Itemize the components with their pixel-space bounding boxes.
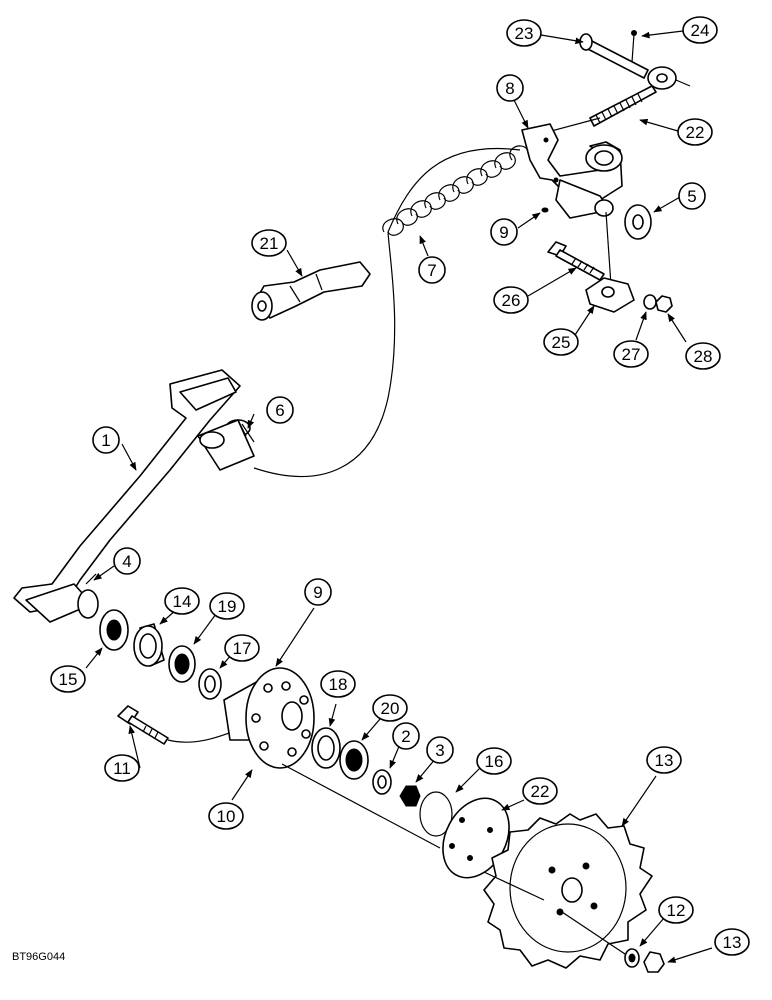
callout-28-label: 26 xyxy=(502,291,521,310)
callout-29: 27 xyxy=(613,340,649,368)
part-2-washer xyxy=(372,769,392,795)
callout-14-label: 13 xyxy=(655,751,674,770)
callout-4-label: 4 xyxy=(122,552,131,571)
callout-11: 11 xyxy=(104,754,140,782)
spring-to-arm-path xyxy=(253,231,396,478)
callout-30: 28 xyxy=(685,342,721,370)
part-7-spring xyxy=(382,145,529,236)
callout-25-label: 23 xyxy=(515,24,534,43)
callout-16: 15 xyxy=(50,665,86,693)
callout-9-lower-label: 9 xyxy=(313,583,322,602)
part-12-washer xyxy=(624,948,640,968)
parts-artwork xyxy=(13,30,691,973)
part-24-threaded-rod xyxy=(539,66,691,135)
part-28-bolt xyxy=(547,241,605,281)
callout-5-label: 5 xyxy=(687,187,696,206)
part-13-nut xyxy=(643,951,665,973)
part-29-lock-washer xyxy=(643,294,657,310)
callout-30-label: 28 xyxy=(694,347,713,366)
part-16-seal xyxy=(99,609,129,651)
callout-20-label: 19 xyxy=(218,597,237,616)
callout-15-label: 14 xyxy=(173,592,192,611)
callout-9-upper: 9 xyxy=(490,218,518,246)
callout-9-upper-label: 9 xyxy=(499,223,508,242)
part-9-clip-upper xyxy=(541,207,549,213)
callout-7-label: 7 xyxy=(427,261,436,280)
callout-13-label: 13 xyxy=(723,933,742,952)
callout-21-label: 20 xyxy=(381,699,400,718)
callout-6: 6 xyxy=(266,396,294,424)
part-30-nut xyxy=(655,295,673,313)
callout-21: 20 xyxy=(372,694,408,722)
callout-3: 3 xyxy=(426,736,454,764)
part-8-bracket xyxy=(521,123,623,301)
callout-8: 8 xyxy=(496,74,524,102)
leader-lines xyxy=(85,30,713,963)
callout-23: 21 xyxy=(251,229,287,257)
callout-12-label: 12 xyxy=(667,901,686,920)
callout-27: 25 xyxy=(543,328,579,356)
part-3-castle-nut xyxy=(399,785,421,807)
callout-26-label: 24 xyxy=(691,21,710,40)
callout-9-lower: 9 xyxy=(304,578,332,606)
callout-2: 2 xyxy=(392,722,420,750)
callout-19: 18 xyxy=(320,670,356,698)
callout-22-label: 22 xyxy=(531,782,550,801)
part-20-bearing-cone xyxy=(168,645,196,683)
callout-17-label: 16 xyxy=(485,752,504,771)
callout-7: 7 xyxy=(418,256,446,284)
callout-25: 23 xyxy=(506,19,542,47)
callout-2-label: 2 xyxy=(401,727,410,746)
callout-12: 12 xyxy=(658,896,694,924)
callout-23-label: 21 xyxy=(260,234,279,253)
part-19-cup xyxy=(311,727,341,769)
callout-19-label: 18 xyxy=(329,675,348,694)
callout-13: 13 xyxy=(714,928,750,956)
callout-18: 17 xyxy=(224,634,260,662)
part-25-pin xyxy=(579,33,649,79)
callout-29-label: 27 xyxy=(622,345,641,364)
part-21-bearing-cone xyxy=(339,740,369,780)
callout-8-label: 8 xyxy=(505,79,514,98)
callout-24: 22 xyxy=(677,118,713,146)
callout-4: 4 xyxy=(113,547,141,575)
callout-15: 14 xyxy=(164,587,200,615)
callout-5: 5 xyxy=(678,182,706,210)
part-23-shaft xyxy=(251,261,371,321)
part-10-hub xyxy=(223,667,441,849)
callout-18-label: 17 xyxy=(233,639,252,658)
part-18-spacer xyxy=(198,668,222,700)
callout-24-label: 22 xyxy=(686,123,705,142)
callout-26: 24 xyxy=(682,16,718,44)
callout-3-label: 3 xyxy=(435,741,444,760)
callout-20: 19 xyxy=(209,592,245,620)
callout-1-label: 1 xyxy=(101,431,110,450)
part-5-washer xyxy=(624,204,652,240)
callout-10: 10 xyxy=(208,802,244,830)
part-1-arm xyxy=(13,369,255,623)
callout-14: 13 xyxy=(646,746,682,774)
callout-1: 1 xyxy=(92,426,120,454)
part-17-o-ring xyxy=(419,791,453,837)
part-14-disc-blade xyxy=(483,813,653,969)
callout-22: 22 xyxy=(522,777,558,805)
part-27-clamp-block xyxy=(585,277,635,313)
part-26-cotter-pin xyxy=(631,30,637,63)
callout-6-label: 6 xyxy=(275,401,284,420)
callout-17: 16 xyxy=(476,747,512,775)
callout-10-label: 10 xyxy=(217,807,236,826)
figure-code: BT96G044 xyxy=(12,951,65,963)
spring-guide-curve xyxy=(387,148,521,233)
callouts: 23 24 8 22 5 9 7 21 26 25 27 28 6 1 4 14… xyxy=(50,16,750,956)
part-6-cotter-pin xyxy=(241,423,255,443)
callout-28: 26 xyxy=(493,286,529,314)
part-15-cup xyxy=(133,623,165,667)
callout-16-label: 15 xyxy=(59,670,78,689)
callout-11-label: 11 xyxy=(113,759,131,778)
callout-27-label: 25 xyxy=(552,333,571,352)
